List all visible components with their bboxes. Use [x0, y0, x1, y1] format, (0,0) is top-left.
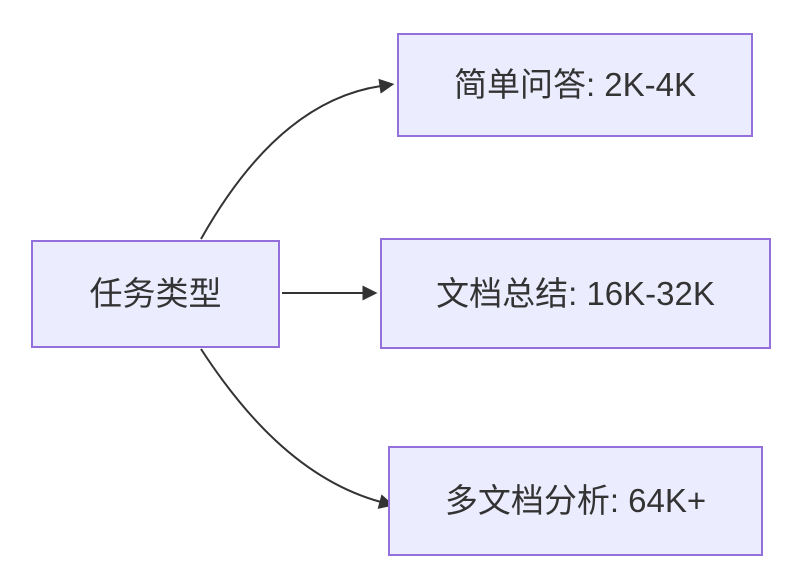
- node-task-type: 任务类型: [31, 240, 280, 348]
- node-multi-doc: 多文档分析: 64K+: [388, 446, 763, 556]
- node-doc-summary: 文档总结: 16K-32K: [380, 238, 771, 349]
- edge-root-to-simple-qa: [200, 78, 395, 240]
- node-task-type-label: 任务类型: [89, 275, 222, 313]
- node-simple-qa-label: 简单问答: 2K-4K: [453, 66, 697, 104]
- node-doc-summary-label: 文档总结: 16K-32K: [436, 274, 715, 312]
- node-simple-qa: 简单问答: 2K-4K: [397, 33, 753, 137]
- edge-root-to-multi-doc: [200, 348, 395, 509]
- node-multi-doc-label: 多文档分析: 64K+: [444, 482, 707, 520]
